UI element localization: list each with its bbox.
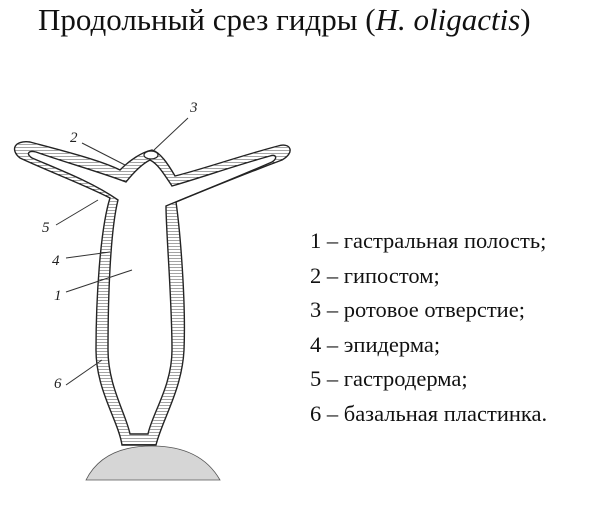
- legend-item: 1 – гастральная полость;: [310, 224, 547, 259]
- callout-2: 2: [70, 130, 78, 146]
- callout-4: 4: [52, 253, 60, 269]
- legend-text: эпидерма;: [343, 331, 441, 357]
- legend-separator: –: [321, 262, 344, 288]
- legend: 1 – гастральная полость; 2 – гипостом; 3…: [310, 224, 547, 431]
- legend-text: гастральная полость;: [343, 228, 547, 253]
- legend-item: 3 – ротовое отверстие;: [310, 293, 547, 328]
- figure-title: Продольный срез гидры (H. oligactis): [38, 2, 531, 38]
- leader-5: [55, 199, 99, 226]
- legend-item: 2 – гипостом;: [310, 259, 547, 294]
- legend-text: ротовое отверстие;: [343, 297, 525, 322]
- leader-2: [81, 142, 126, 166]
- callout-1: 1: [54, 288, 62, 304]
- callout-leaders: [55, 117, 189, 386]
- legend-separator: –: [321, 400, 344, 426]
- legend-item: 4 – эпидерма;: [310, 328, 547, 363]
- legend-item: 6 – базальная пластинка.: [310, 397, 547, 432]
- legend-number: 3: [310, 297, 322, 322]
- callout-3: 3: [189, 100, 198, 116]
- mouth-opening: [143, 150, 159, 160]
- legend-number: 6: [310, 400, 322, 426]
- legend-separator: –: [321, 331, 344, 357]
- legend-text: базальная пластинка.: [343, 400, 548, 426]
- legend-number: 5: [310, 366, 322, 391]
- callout-6: 6: [54, 376, 62, 392]
- leader-1: [65, 269, 133, 293]
- legend-text: гипостом;: [343, 262, 440, 288]
- title-close: ): [520, 2, 531, 37]
- title-main: Продольный срез гидры (: [38, 2, 376, 37]
- leader-4: [65, 251, 111, 259]
- legend-text: гастродерма;: [343, 366, 468, 391]
- substrate: [85, 445, 221, 481]
- legend-separator: –: [321, 366, 344, 391]
- legend-item: 5 – гастродерма;: [310, 362, 547, 397]
- legend-separator: –: [321, 228, 344, 253]
- inner-contour: [27, 150, 277, 435]
- legend-number: 4: [310, 331, 322, 357]
- callout-5: 5: [42, 220, 50, 236]
- legend-number: 2: [310, 262, 322, 288]
- title-species: H. oligactis: [375, 2, 521, 37]
- legend-number: 1: [310, 228, 322, 253]
- leader-6: [65, 359, 103, 386]
- legend-separator: –: [321, 297, 344, 322]
- leader-3: [153, 117, 189, 151]
